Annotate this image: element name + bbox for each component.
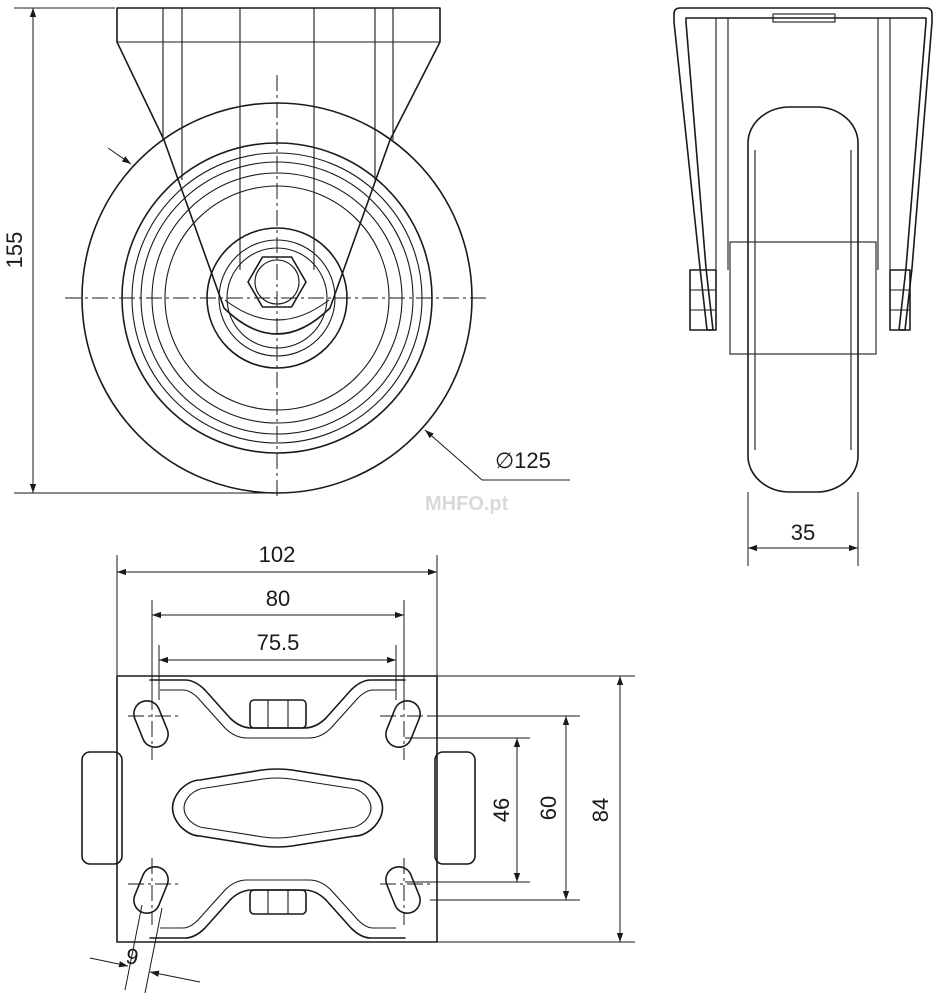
- side-view: [673, 7, 933, 493]
- dimension-diameter-125: ∅125: [424, 429, 570, 481]
- mount-slot-tr: [385, 700, 421, 748]
- dimension-102: 102: [116, 542, 438, 676]
- dim-label-35: 35: [791, 520, 815, 545]
- dim-label-46: 46: [489, 798, 514, 822]
- dimension-84: 84: [437, 675, 635, 943]
- dim-label-9: 9: [124, 943, 140, 970]
- plate-view: [81, 675, 476, 943]
- plate-nut-top: [249, 699, 307, 729]
- dimension-46: 46: [405, 737, 530, 883]
- dimension-60: 60: [430, 715, 580, 901]
- dim-label-84: 84: [588, 798, 613, 822]
- mount-slot-br: [385, 866, 421, 914]
- watermark-text: MHFO.pt: [425, 493, 509, 515]
- dim-label-155: 155: [2, 232, 27, 269]
- axle-nut-right: [889, 269, 911, 331]
- front-view: [65, 7, 490, 500]
- central-slot: [171, 768, 384, 848]
- axle-nut-front: [247, 256, 307, 308]
- dimension-80: 80: [151, 586, 405, 694]
- dimension-35: 35: [747, 492, 859, 566]
- dimension-9: 9: [89, 904, 201, 994]
- dim-label-75-5: 75.5: [257, 630, 300, 655]
- dim-label-diameter: ∅125: [495, 448, 551, 473]
- dimension-155: 155: [2, 7, 277, 494]
- dim-label-80: 80: [266, 586, 290, 611]
- dimension-75-5: 75.5: [158, 630, 397, 700]
- dim-label-102: 102: [259, 542, 296, 567]
- plate-nut-bottom: [249, 889, 307, 915]
- mount-slot-tl: [133, 700, 169, 748]
- axle-nut-left: [689, 269, 717, 331]
- dim-label-60: 60: [536, 796, 561, 820]
- mount-slot-bl: [133, 866, 169, 914]
